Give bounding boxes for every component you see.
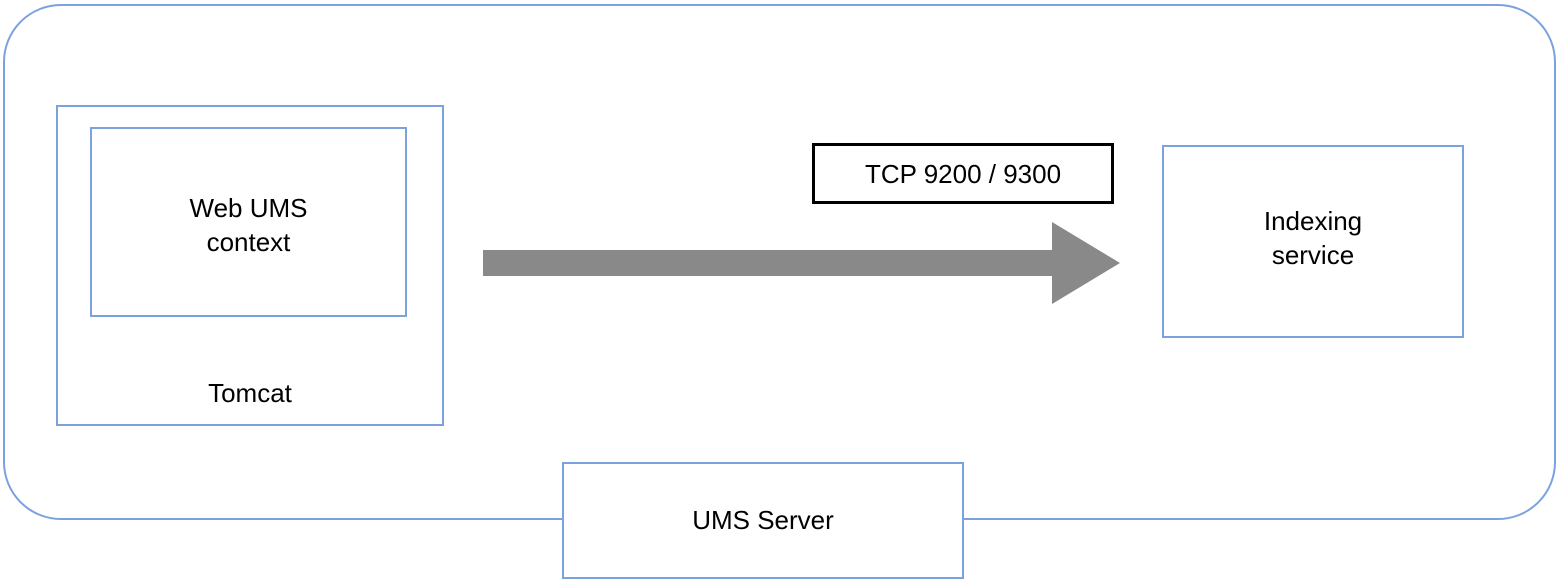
indexing-service-label-line1: Indexing (1263, 206, 1363, 236)
ums-server-box[interactable]: UMS Server (562, 462, 964, 579)
web-ums-context-label-line1: Web UMS (189, 193, 308, 223)
indexing-service-label-line2: service (1271, 240, 1355, 271)
web-ums-context-label-line2: context (206, 227, 291, 258)
web-ums-context-box[interactable]: Web UMS context (90, 127, 407, 317)
tcp-port-label: TCP 9200 / 9300 (864, 158, 1062, 189)
tcp-connector-arrow (483, 222, 1120, 304)
tomcat-label: Tomcat (208, 378, 292, 408)
tcp-port-label-box[interactable]: TCP 9200 / 9300 (812, 143, 1114, 204)
indexing-service-label: Indexing service (1164, 204, 1462, 273)
block-arrow-icon (483, 222, 1120, 304)
ums-server-label: UMS Server (692, 505, 834, 535)
web-ums-context-label: Web UMS context (92, 191, 405, 260)
indexing-service-box[interactable]: Indexing service (1162, 145, 1464, 338)
